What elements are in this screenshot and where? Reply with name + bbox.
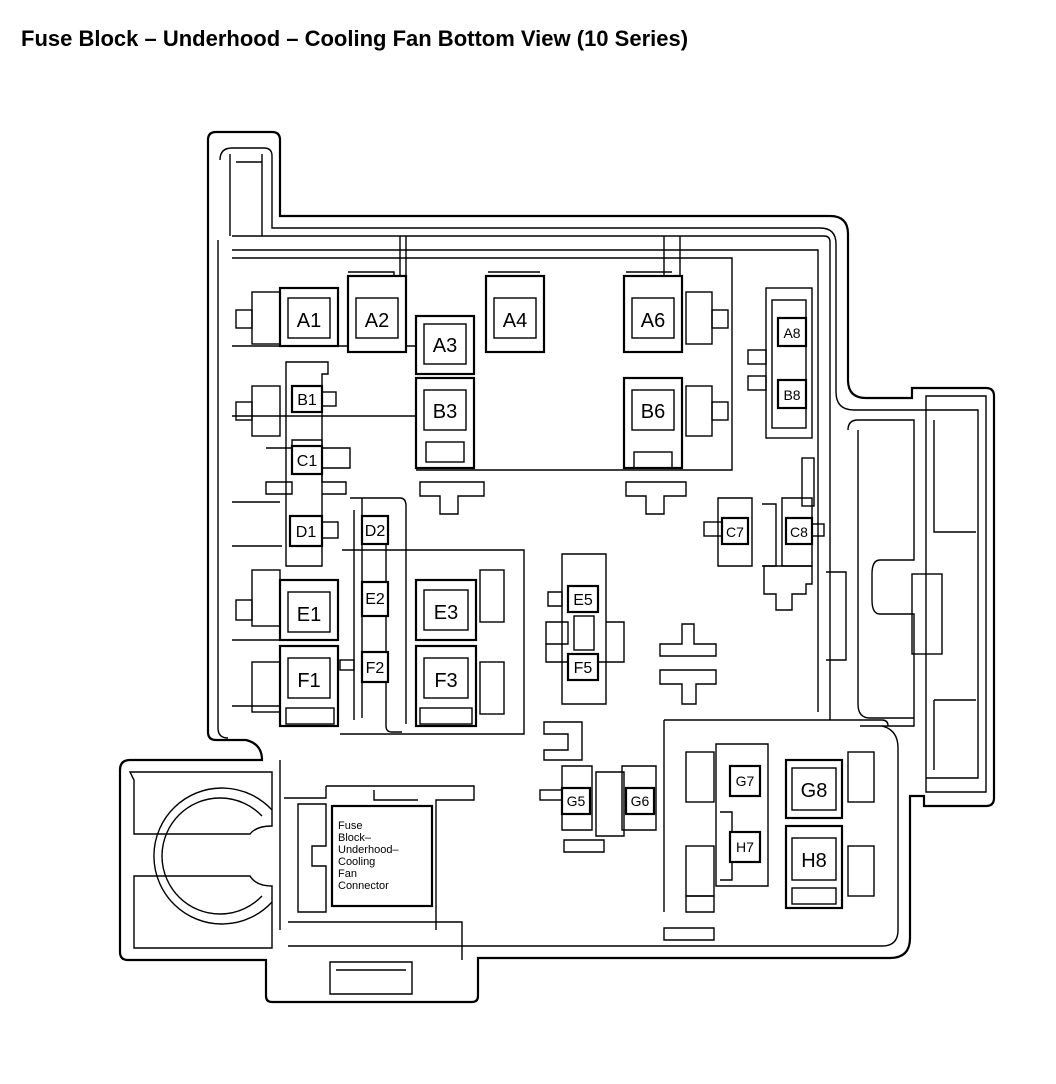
cavity-group-small: B1 C1 D1 D2 E2 F2 A8 B8 C7 C8 bbox=[265, 287, 825, 913]
cavity-H8 bbox=[784, 824, 844, 910]
cavity-D2 bbox=[360, 514, 390, 546]
cavity-F2 bbox=[360, 650, 390, 684]
cavity-label: G5 bbox=[567, 793, 586, 809]
cavity-label: A1 bbox=[297, 310, 321, 332]
cavity-G7 bbox=[728, 764, 762, 798]
cavity-label: E5 bbox=[573, 592, 593, 609]
cavity-E5 bbox=[566, 584, 600, 614]
cavity-label: A8 bbox=[783, 325, 800, 341]
cavity-label: E3 bbox=[434, 602, 458, 624]
holder-clips bbox=[419, 481, 717, 853]
cavity-F1 bbox=[278, 644, 340, 728]
cavity-H7 bbox=[728, 830, 762, 864]
cavity-B1 bbox=[290, 384, 324, 414]
cavity-label: A2 bbox=[365, 310, 389, 332]
connector-label-line: Fan bbox=[338, 868, 357, 880]
cavity-label: C8 bbox=[790, 524, 808, 540]
cavity-G6 bbox=[624, 786, 656, 816]
connector-label-line: Underhood– bbox=[338, 844, 399, 856]
cavity-label: F1 bbox=[297, 670, 320, 692]
cavity-label: G6 bbox=[631, 793, 650, 809]
cavity-label: A6 bbox=[641, 310, 665, 332]
cavity-G8 bbox=[784, 758, 844, 820]
cavity-label: A4 bbox=[503, 310, 527, 332]
cavity-F3 bbox=[414, 644, 478, 728]
cavity-label: A3 bbox=[433, 335, 457, 357]
cavity-B6 bbox=[622, 376, 684, 470]
cavity-label: F2 bbox=[366, 660, 385, 677]
connector-label-line: Connector bbox=[338, 880, 389, 892]
cavity-A4 bbox=[484, 274, 546, 354]
connector-label-line: Cooling bbox=[338, 856, 375, 868]
cavity-label: B1 bbox=[297, 392, 317, 409]
cavity-label: F5 bbox=[574, 660, 593, 677]
housing-outline bbox=[118, 130, 996, 1004]
cavity-G5 bbox=[560, 786, 592, 816]
cavity-A6 bbox=[622, 274, 684, 354]
cavity-label: H7 bbox=[736, 839, 754, 855]
cavity-label: B8 bbox=[783, 387, 800, 403]
cavity-E1 bbox=[278, 578, 340, 642]
cavity-label: B6 bbox=[641, 401, 665, 423]
cavity-label: D2 bbox=[365, 523, 386, 540]
cavity-label: E2 bbox=[365, 591, 385, 608]
cavity-B3 bbox=[414, 376, 476, 470]
cavity-label: F3 bbox=[434, 670, 457, 692]
cavity-group-large: A1 A2 A3 A4 A6 B3 B6 E1 F1 E3 bbox=[278, 274, 844, 910]
cavity-C1 bbox=[290, 444, 324, 476]
cavity-label: G7 bbox=[736, 773, 755, 789]
cavity-C8 bbox=[784, 516, 814, 546]
cavity-label: H8 bbox=[801, 850, 827, 872]
cavity-F5 bbox=[566, 652, 600, 682]
cavity-label: C7 bbox=[726, 524, 744, 540]
cavity-D1 bbox=[288, 514, 324, 548]
cavity-label: G8 bbox=[801, 780, 828, 802]
cavity-A2 bbox=[346, 274, 408, 354]
cavity-label: C1 bbox=[297, 453, 318, 470]
connector-label-line: Fuse bbox=[338, 820, 362, 832]
cavity-A8 bbox=[776, 316, 808, 348]
cavity-E2 bbox=[360, 580, 390, 618]
cavity-label: B3 bbox=[433, 401, 457, 423]
cavity-label: E1 bbox=[297, 604, 321, 626]
cavity-B8 bbox=[776, 378, 808, 410]
cooling-fan-connector: Fuse Block– Underhood– Cooling Fan Conne… bbox=[297, 803, 434, 913]
connector-label-line: Block– bbox=[338, 832, 372, 844]
diagram-title: Fuse Block – Underhood – Cooling Fan Bot… bbox=[21, 26, 689, 51]
cavity-label: D1 bbox=[296, 524, 317, 541]
